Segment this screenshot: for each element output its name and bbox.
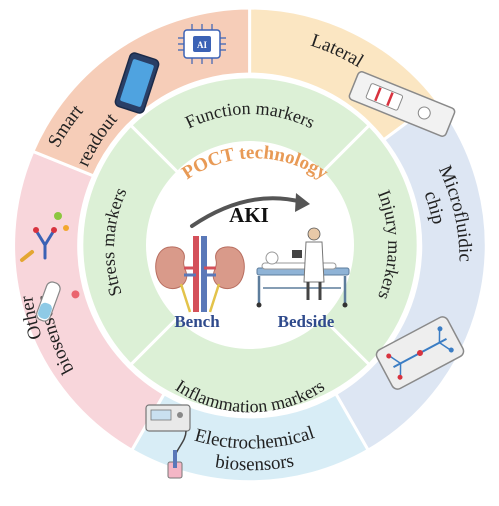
poct-arrow bbox=[190, 196, 304, 228]
aki-label: AKI bbox=[229, 203, 269, 227]
lateral-flow-strip-icon bbox=[348, 71, 456, 137]
ai-chip-label: AI bbox=[197, 40, 207, 50]
antibody-icon bbox=[20, 212, 69, 262]
bedside-label: Bedside bbox=[278, 312, 335, 331]
ai-chip-icon: AI bbox=[178, 24, 226, 64]
kidneys-icon bbox=[155, 236, 245, 313]
patient-bed-icon bbox=[256, 227, 350, 308]
potentiostat-icon bbox=[145, 404, 191, 479]
inner-ring bbox=[80, 75, 420, 415]
test-tube-icon bbox=[36, 281, 80, 322]
smartphone-icon bbox=[114, 52, 160, 114]
poct-arrow-head bbox=[295, 193, 310, 212]
microfluidic-chip-icon bbox=[375, 316, 465, 390]
bench-label: Bench bbox=[174, 312, 220, 331]
